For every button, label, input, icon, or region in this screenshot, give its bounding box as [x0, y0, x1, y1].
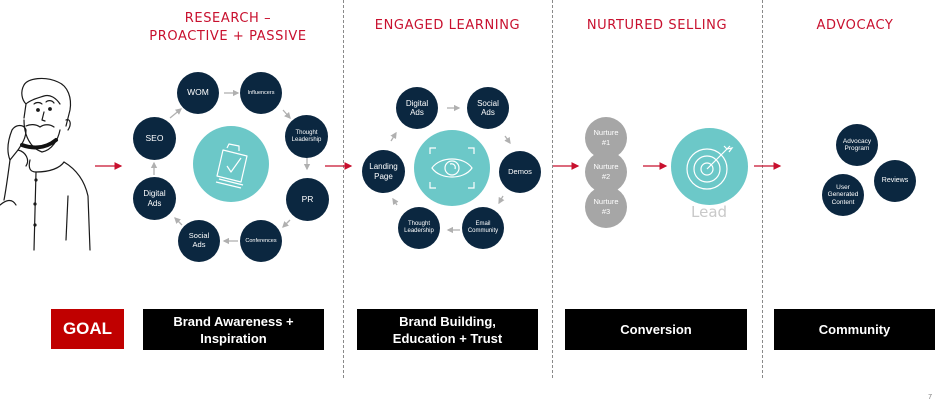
stage-heading-engaged-learning: ENGAGED LEARNING [374, 18, 521, 33]
goal-label-box: GOAL [51, 309, 124, 349]
research-cycle-arrows [150, 89, 311, 245]
node-conferences: Conferences [240, 220, 282, 262]
node-demos: Demos [499, 151, 541, 193]
nurture-node-3: Nurture#3 [585, 186, 627, 228]
stage-divider [552, 0, 553, 378]
node-influencers: Influencers [240, 72, 282, 114]
goal-brand-building: Brand Building, Education + Trust [357, 309, 538, 350]
heading-line-2: PROACTIVE + PASSIVE [149, 29, 307, 44]
node-wom: WOM [177, 72, 219, 114]
thinking-person-illustration [0, 77, 91, 251]
eye-focus-icon [429, 147, 475, 189]
stage-heading-advocacy: ADVOCACY [816, 18, 894, 33]
lead-circle [671, 128, 748, 205]
node-reviews: Reviews [874, 160, 916, 202]
goal-community: Community [774, 309, 935, 350]
stage-divider [343, 0, 344, 378]
node-pr: PR [286, 178, 329, 221]
learning-cycle-arrows [390, 104, 511, 234]
stage-divider [762, 0, 763, 378]
clipboard-check-icon [215, 143, 248, 189]
stage-heading-research: RESEARCH – PROACTIVE + PASSIVE [128, 10, 328, 46]
goal-conversion: Conversion [565, 309, 747, 350]
learning-center-circle [414, 130, 490, 206]
node-seo: SEO [133, 117, 176, 160]
page-number: 7 [928, 394, 932, 401]
stage-heading-nurtured-selling: NURTURED SELLING [586, 18, 728, 33]
heading-line-1: RESEARCH – [184, 11, 272, 26]
goal-brand-awareness: Brand Awareness + Inspiration [143, 309, 324, 350]
lead-label: Lead [691, 203, 728, 221]
research-center-circle [193, 126, 269, 202]
target-arrow-icon [686, 145, 734, 190]
